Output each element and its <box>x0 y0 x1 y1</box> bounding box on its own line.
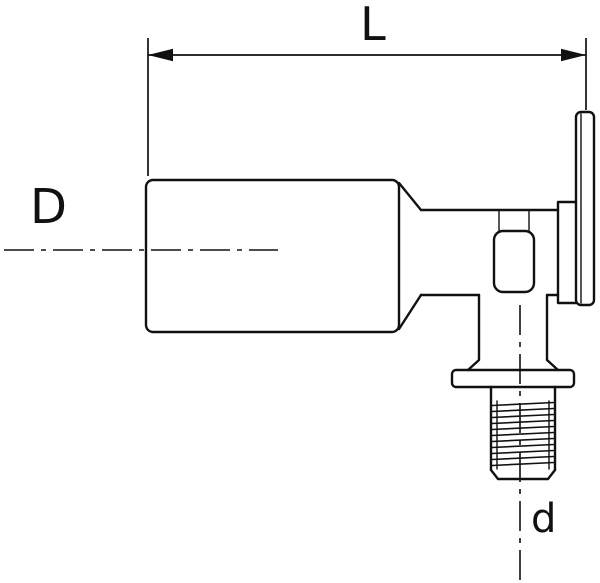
label-d: d <box>531 496 556 542</box>
branch-boss <box>492 229 536 294</box>
thread-sides <box>489 385 557 472</box>
branch-boss-ticks <box>498 210 530 232</box>
horizontal-pipe <box>419 208 560 297</box>
dimension-L: L <box>147 0 587 176</box>
branch-walls <box>466 293 560 372</box>
cone-transition <box>397 181 423 331</box>
wall-plate <box>574 110 596 307</box>
thread-hatch <box>491 401 555 467</box>
thread-bottom <box>489 468 557 481</box>
arrowhead-left-icon <box>148 48 173 62</box>
sleeve-cylinder <box>144 178 401 334</box>
plate-collar <box>556 200 578 305</box>
label-D: D <box>30 179 67 235</box>
arrowhead-right-icon <box>561 48 586 62</box>
branch-flange <box>450 368 576 389</box>
label-L: L <box>360 0 386 51</box>
fitting-outline <box>144 110 596 481</box>
